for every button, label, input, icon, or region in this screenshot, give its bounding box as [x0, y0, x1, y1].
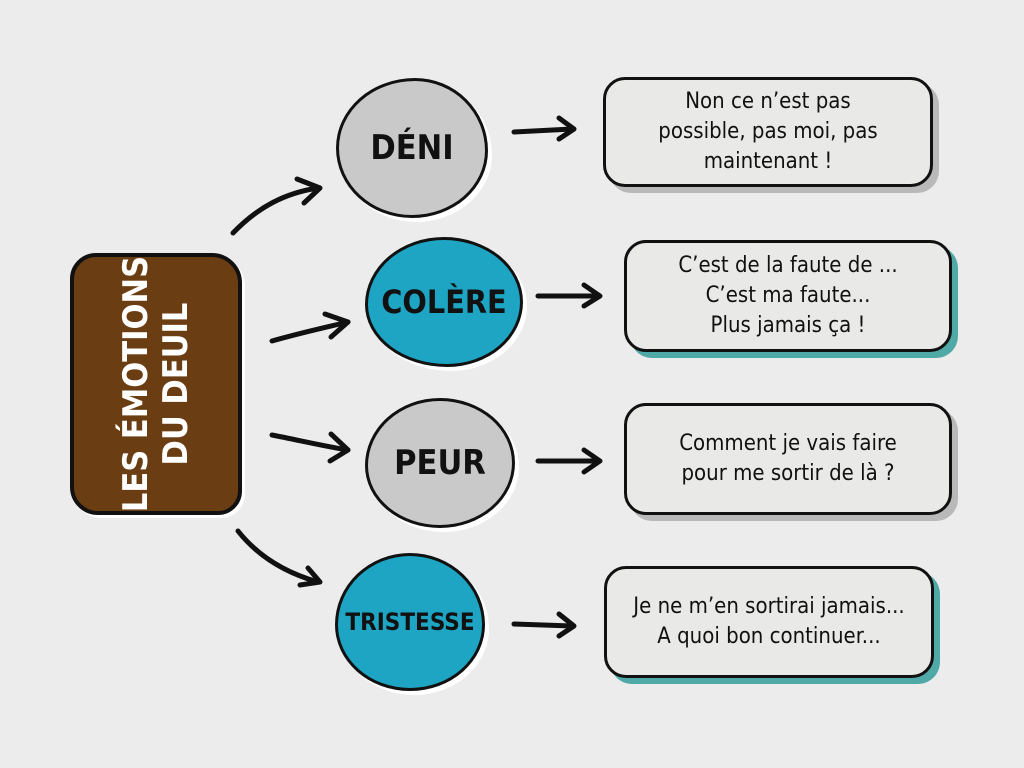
- root-title-line-1: LES ÉMOTIONS: [116, 255, 156, 513]
- quote-bubble-deni: Non ce n’est pas possible, pas moi, pas …: [603, 77, 933, 187]
- emotion-label: DÉNI: [370, 128, 454, 168]
- emotion-node-peur: PEUR: [365, 398, 515, 528]
- emotion-node-tristesse: TRISTESSE: [335, 553, 485, 691]
- arrow-root-to-deni-icon: [230, 176, 323, 236]
- arrow-root-to-colere-icon: [269, 311, 351, 344]
- emotion-label: COLÈRE: [381, 283, 507, 321]
- root-title-box: LES ÉMOTIONS DU DEUIL: [70, 253, 242, 515]
- quote-line: pour me sortir de là ?: [681, 461, 895, 486]
- quote-line: C’est ma faute...: [705, 283, 871, 308]
- quote-bubble-peur: Comment je vais faire pour me sortir de …: [624, 403, 952, 515]
- arrow-tristesse-to-quote-icon: [511, 611, 577, 639]
- quote-line: C’est de la faute de ...: [678, 253, 898, 278]
- emotion-label: TRISTESSE: [345, 608, 475, 636]
- root-title-line-2: DU DEUIL: [156, 302, 196, 466]
- arrow-root-to-peur-icon: [269, 431, 351, 464]
- quote-line: Non ce n’est pas: [685, 89, 851, 114]
- root-title: LES ÉMOTIONS DU DEUIL: [116, 256, 196, 512]
- arrow-root-to-tristesse-icon: [235, 528, 323, 588]
- quote-line: Je ne m’en sortirai jamais...: [633, 594, 905, 619]
- quote-bubble-colere: C’est de la faute de ... C’est ma faute.…: [624, 240, 952, 352]
- arrow-colere-to-quote-icon: [535, 282, 603, 309]
- quote-line: Plus jamais ça !: [710, 313, 866, 338]
- quote-line: A quoi bon continuer...: [657, 624, 881, 649]
- emotion-node-deni: DÉNI: [336, 78, 488, 218]
- emotion-label: PEUR: [394, 443, 486, 483]
- emotion-node-colere: COLÈRE: [365, 237, 523, 367]
- quote-line: maintenant !: [703, 149, 833, 174]
- quote-line: possible, pas moi, pas: [658, 119, 878, 144]
- arrow-peur-to-quote-icon: [535, 447, 603, 475]
- quote-line: Comment je vais faire: [679, 431, 897, 456]
- quote-bubble-tristesse: Je ne m’en sortirai jamais... A quoi bon…: [604, 566, 934, 678]
- arrow-deni-to-quote-icon: [511, 115, 577, 142]
